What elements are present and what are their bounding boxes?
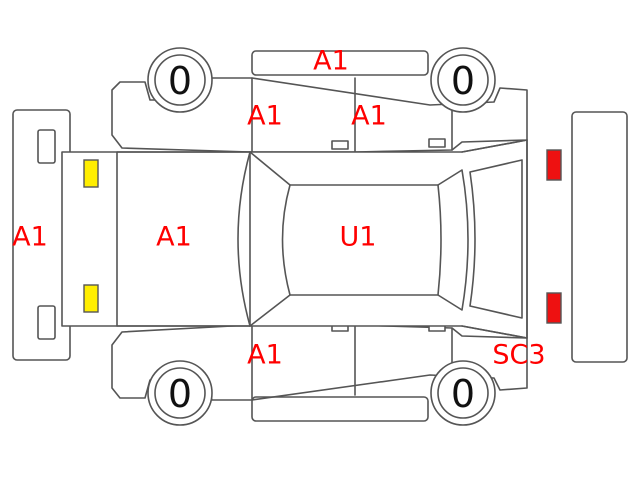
label-roof: U1	[340, 222, 377, 253]
taillight-bottom	[546, 292, 562, 324]
label-rear-quarter-lower: SC3	[492, 340, 545, 371]
top-side-strip	[251, 50, 429, 76]
wheel-rear-left-value: 0	[451, 59, 475, 103]
headlight-top	[83, 159, 99, 188]
hood-panel	[116, 151, 251, 327]
wheel-front-left: 0	[147, 47, 213, 113]
rear-bumper	[571, 111, 628, 363]
wheel-front-right-value: 0	[168, 372, 192, 416]
windshield	[237, 151, 251, 327]
wheel-rear-right-value: 0	[451, 372, 475, 416]
label-rear-door-upper: A1	[247, 101, 283, 132]
wheel-rear-right: 0	[430, 360, 496, 426]
door-handle-upper-front	[331, 140, 349, 150]
door-handle-upper-rear	[428, 138, 446, 148]
label-front-bumper: A1	[12, 222, 48, 253]
headlight-bottom	[83, 284, 99, 313]
wheel-front-left-value: 0	[168, 59, 192, 103]
bottom-side-strip	[251, 396, 429, 422]
trunk-lid	[469, 159, 523, 319]
wheel-rear-left: 0	[430, 47, 496, 113]
wheel-front-right: 0	[147, 360, 213, 426]
front-bumper-slot-bottom	[37, 305, 56, 340]
label-front-door-upper: A1	[351, 101, 387, 132]
label-roof-top-panel: A1	[313, 46, 349, 77]
windshield-inner	[249, 151, 291, 327]
roof-panel	[289, 184, 442, 296]
rear-window	[437, 169, 469, 311]
label-rear-door-lower: A1	[247, 340, 283, 371]
label-hood: A1	[156, 222, 192, 253]
top-view-body	[61, 139, 528, 339]
trunk-panel	[461, 139, 528, 339]
front-bumper-slot-top	[37, 129, 56, 164]
taillight-top	[546, 149, 562, 181]
